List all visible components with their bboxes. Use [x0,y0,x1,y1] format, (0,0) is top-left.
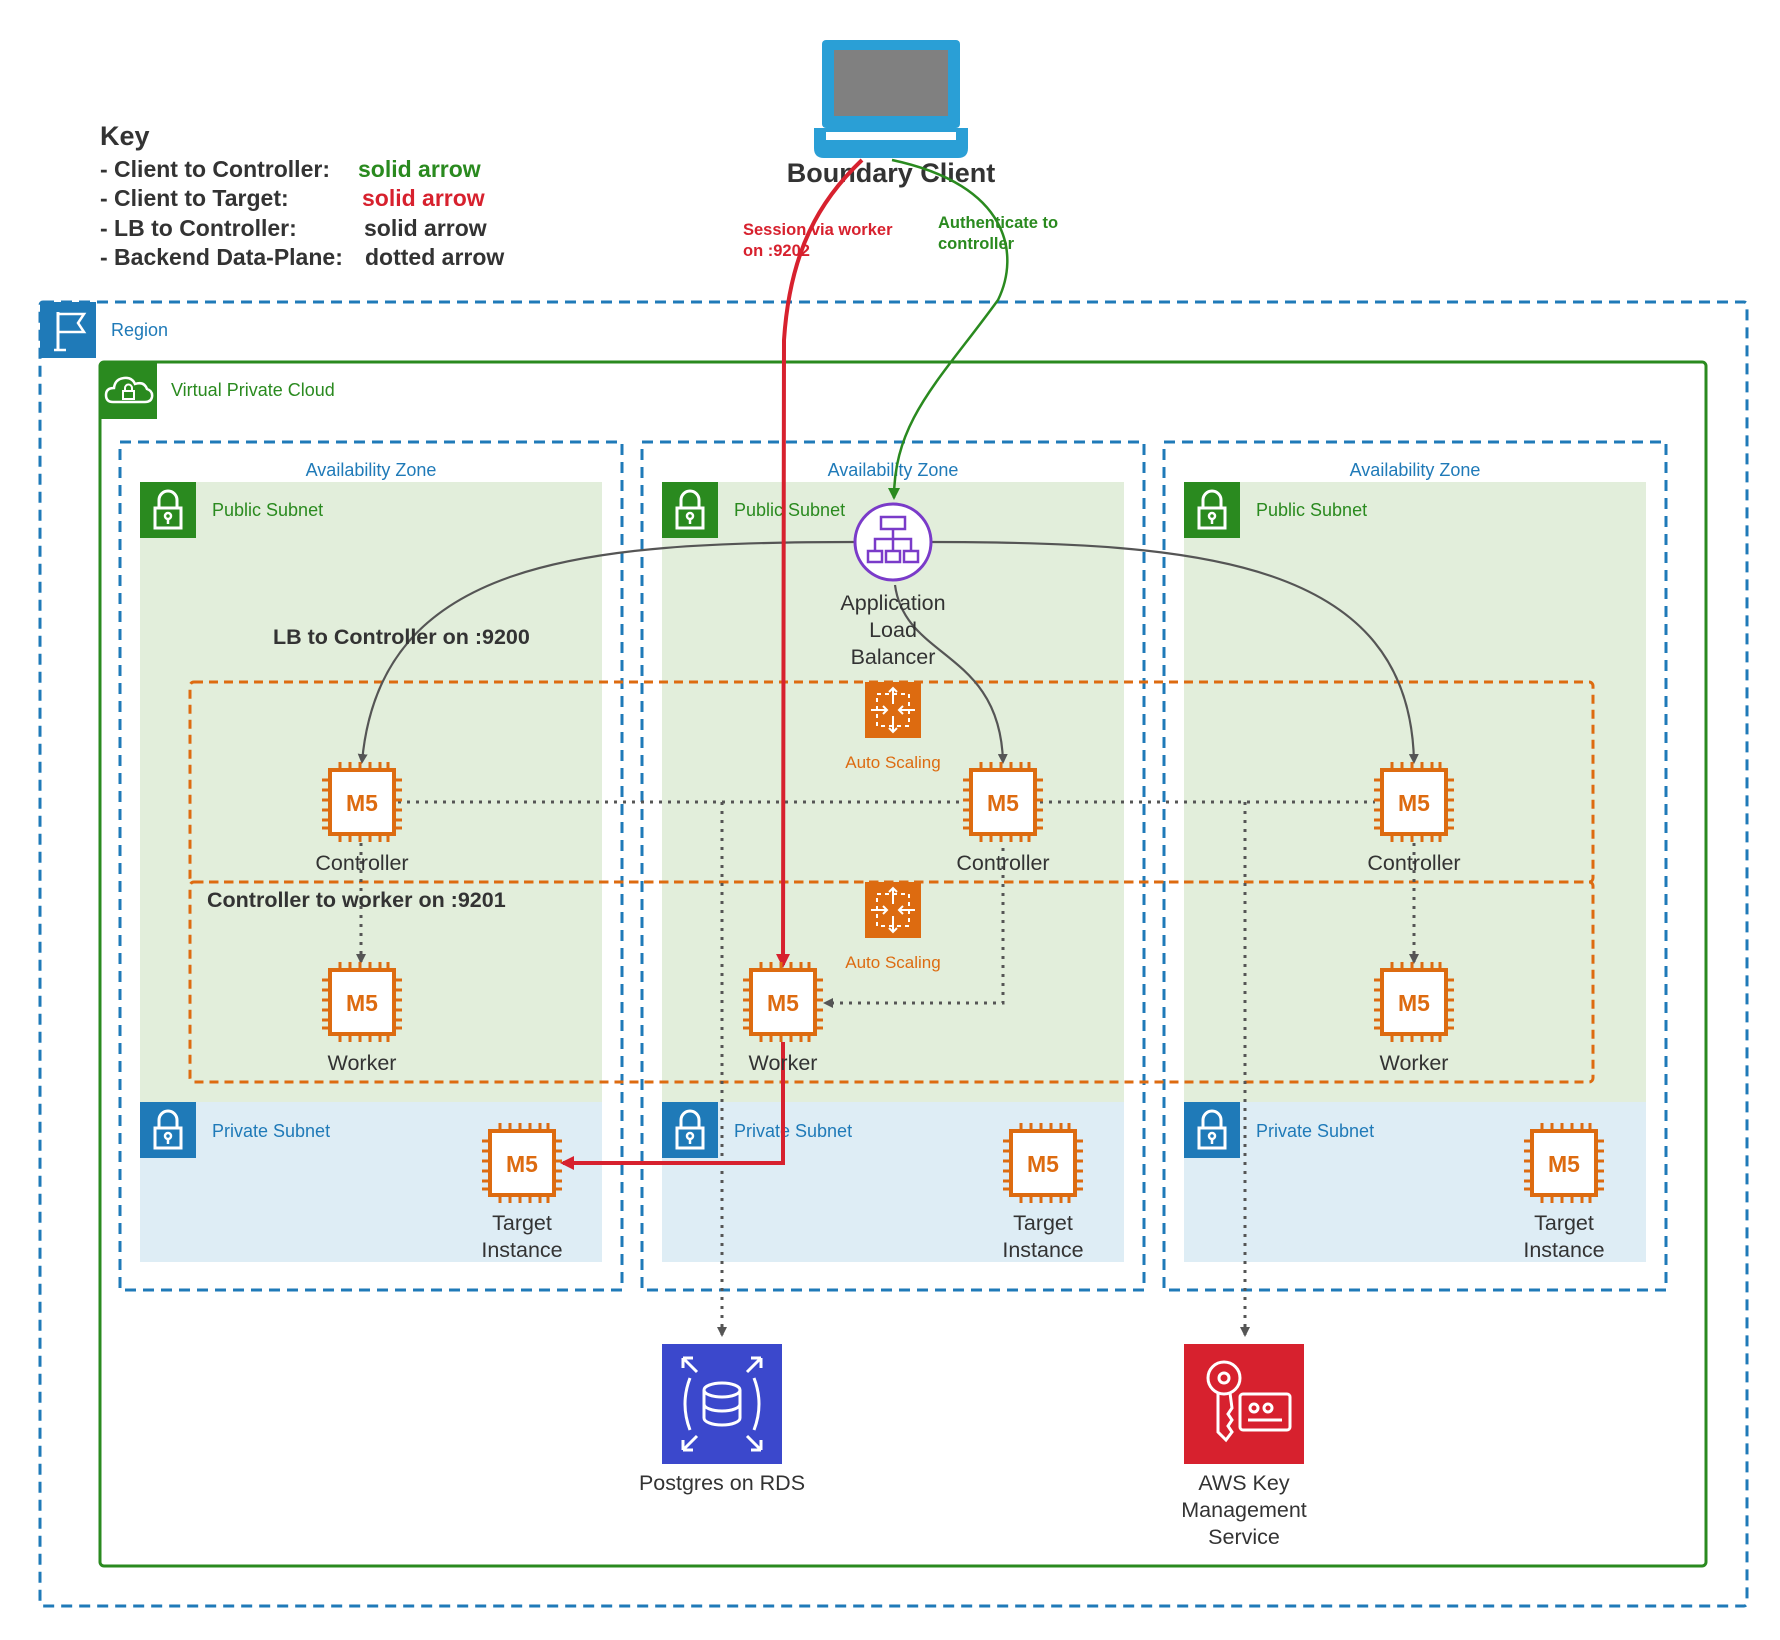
laptop-icon [814,40,968,158]
kms-label-line-3: Service [1208,1525,1280,1549]
session-label-line-1: Session via worker [743,221,893,239]
worker-to-target-edge [560,1042,785,1170]
client-to-target-edge [776,158,864,968]
public-subnet-label: Public Subnet [212,500,323,520]
worker-instance-1: M5 Worker [322,962,402,1075]
public-subnet [662,482,1124,1102]
az-label: Availability Zone [828,460,959,480]
client-label: Boundary Client [787,158,996,188]
worker-instance-3: M5 Worker [1374,962,1454,1075]
legend-label-lb-controller: - LB to Controller: [100,215,297,241]
legend-title: Key [100,121,150,151]
controller-instance-3: M5 Controller [1367,762,1461,875]
authenticate-edge-label: Authenticate to controller [938,214,1058,253]
private-subnet-label: Private Subnet [212,1121,330,1141]
region-boundary [38,300,1749,1608]
instance-type: M5 [1398,990,1430,1016]
session-edge-label: Session via worker on :9202 [743,221,893,260]
alb-label-line-2: Load [869,618,917,642]
instance-type: M5 [346,790,378,816]
worker-instance-2: M5 Worker [743,962,823,1075]
load-balancer-icon [853,502,933,582]
legend-style-backend: dotted arrow [365,244,504,270]
legend-style-lb-controller: solid arrow [364,215,487,241]
instance-type: M5 [1548,1151,1580,1177]
target-label-line-1: Target [1534,1211,1594,1235]
worker-label: Worker [328,1051,397,1075]
target-label-line-1: Target [492,1211,552,1235]
target-label-line-2: Instance [1523,1238,1604,1262]
backend-data-plane-edges [356,800,1419,1337]
region-label: Region [111,320,168,340]
controller-label: Controller [1367,851,1460,875]
auto-scaling-label: Auto Scaling [845,753,940,772]
private-subnet-label: Private Subnet [1256,1121,1374,1141]
worker-label: Worker [749,1051,818,1075]
legend-label-client-controller: - Client to Controller: [100,156,330,182]
database-icon [662,1344,782,1464]
target-instance-1: M5 Target Instance [481,1123,563,1262]
public-subnet-label: Public Subnet [1256,500,1367,520]
authenticate-label-line-1: Authenticate to [938,214,1058,232]
az-boundary [1162,440,1668,1292]
instance-type: M5 [1398,790,1430,816]
auto-scaling-icon [865,682,921,738]
vpc-label: Virtual Private Cloud [171,380,335,400]
availability-zone-2: Availability Zone Public Subnet Private … [640,440,1146,1292]
lb-to-controller-edges [357,540,1419,764]
auto-scaling-label: Auto Scaling [845,953,940,972]
az-label: Availability Zone [306,460,437,480]
legend-style-client-target: solid arrow [362,185,485,211]
kms-label-line-2: Management [1181,1498,1307,1522]
az-label: Availability Zone [1350,460,1481,480]
lb-to-controller-label: LB to Controller on :9200 [273,625,530,649]
az-boundary [640,440,1146,1292]
legend: Key - Client to Controller: solid arrow … [100,121,504,270]
instance-type: M5 [1027,1151,1059,1177]
az-boundary [118,440,624,1292]
target-instance-3: M5 Target Instance [1523,1123,1605,1262]
kms-label-line-1: AWS Key [1198,1471,1289,1495]
controller-label: Controller [315,851,408,875]
authenticate-label-line-2: controller [938,235,1015,253]
instance-type: M5 [767,990,799,1016]
auto-scaling-icon [865,882,921,938]
cloud-lock-icon [100,362,157,419]
target-label-line-2: Instance [1002,1238,1083,1262]
instance-type: M5 [506,1151,538,1177]
legend-label-client-target: - Client to Target: [100,185,289,211]
target-label-line-1: Target [1013,1211,1073,1235]
instance-type: M5 [987,790,1019,816]
legend-label-backend: - Backend Data-Plane: [100,244,343,270]
flag-icon [40,302,96,358]
client-to-controller-edge [888,158,1009,500]
key-icon [1184,1344,1304,1464]
legend-style-client-controller: solid arrow [358,156,481,182]
private-subnet-label: Private Subnet [734,1121,852,1141]
alb-label-line-3: Balancer [851,645,936,669]
session-label-line-2: on :9202 [743,242,810,260]
vpc-boundary [98,360,1708,1568]
target-label-line-2: Instance [481,1238,562,1262]
controller-instance-2: M5 Controller [956,762,1050,875]
controller-label: Controller [956,851,1049,875]
public-subnet-label: Public Subnet [734,500,845,520]
controller-instance-1: M5 Controller [315,762,409,875]
controller-to-worker-label: Controller to worker on :9201 [207,888,506,912]
instance-type: M5 [346,990,378,1016]
alb-label-line-1: Application [840,591,945,615]
target-instance-2: M5 Target Instance [1002,1123,1084,1262]
rds-label: Postgres on RDS [639,1471,805,1495]
worker-label: Worker [1380,1051,1449,1075]
